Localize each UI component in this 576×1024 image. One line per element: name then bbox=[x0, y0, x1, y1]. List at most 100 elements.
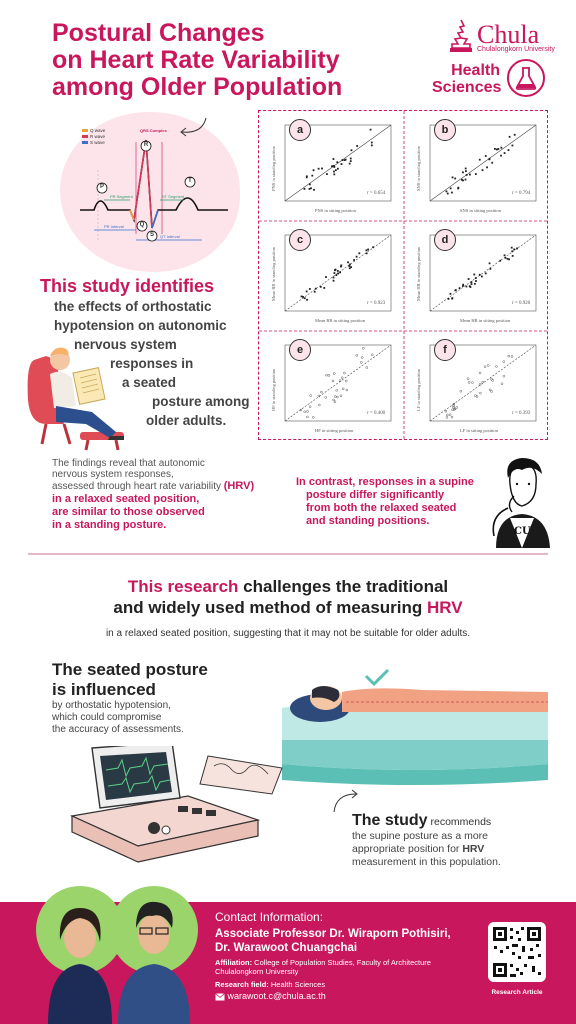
regression-line bbox=[429, 124, 537, 202]
study-body-1: the supine posture as a more bbox=[352, 830, 488, 842]
scatter-point bbox=[510, 355, 514, 358]
seated-body-2: which could compromise bbox=[52, 712, 162, 723]
scatter-point bbox=[300, 295, 303, 298]
scatter-point bbox=[314, 287, 317, 290]
scatter-plot-f bbox=[429, 344, 537, 422]
contrast-line-3: from both the relaxed seated bbox=[306, 502, 457, 514]
scatter-point bbox=[372, 246, 374, 249]
scatter-point bbox=[481, 169, 484, 172]
seated-heading-1: The seated posture bbox=[52, 660, 208, 679]
scatter-point bbox=[347, 261, 349, 264]
scatter-point bbox=[478, 383, 482, 386]
scatter-point bbox=[478, 371, 482, 375]
scatter-point bbox=[490, 390, 493, 393]
seated-body-3: the accuracy of assessments. bbox=[52, 724, 184, 735]
scatter-point bbox=[510, 246, 513, 249]
scatter-point bbox=[331, 379, 335, 383]
health-label-line-2: Sciences bbox=[432, 79, 502, 96]
scatter-point bbox=[511, 144, 514, 147]
seated-body-1: by orthostatic hypotension, bbox=[52, 700, 171, 711]
scatter-point bbox=[334, 395, 337, 398]
flask-icon bbox=[507, 59, 545, 97]
scatter-point bbox=[493, 147, 496, 150]
scatter-point bbox=[335, 389, 338, 392]
scatter-point bbox=[308, 288, 311, 290]
scatter-point bbox=[484, 272, 487, 275]
scatter-r-value: r = 0.923 bbox=[367, 301, 386, 306]
scatter-point bbox=[489, 267, 492, 270]
findings-emph-1: in a relaxed seated position, bbox=[52, 493, 200, 505]
scatter-point bbox=[340, 265, 342, 268]
scatter-point bbox=[499, 259, 502, 262]
regression-line bbox=[284, 344, 392, 422]
scatter-point bbox=[451, 176, 454, 179]
thinking-man-illustration bbox=[492, 458, 550, 548]
findings-block: The findings reveal that autonomic nervo… bbox=[52, 458, 282, 532]
scatter-point bbox=[313, 290, 316, 293]
qr-label: Research Article bbox=[491, 989, 543, 996]
scatter-point bbox=[502, 360, 505, 363]
scatter-badge-b: b bbox=[434, 119, 456, 141]
scatter-point bbox=[333, 372, 336, 375]
scatter-point bbox=[365, 366, 369, 369]
scatter-point bbox=[339, 394, 343, 398]
qr-code[interactable] bbox=[488, 922, 546, 982]
scatter-point bbox=[370, 141, 373, 144]
scatter-point bbox=[446, 413, 449, 417]
scatter-xlabel: PNS in sitting position bbox=[315, 208, 356, 213]
findings-line-1: The findings reveal that autonomic bbox=[52, 458, 205, 469]
scatter-point bbox=[483, 365, 487, 368]
scatter-plot-c bbox=[284, 234, 392, 312]
scatter-point bbox=[345, 388, 349, 392]
challenge-line-1: This research challenges the traditional bbox=[127, 577, 449, 596]
scatter-point bbox=[302, 296, 304, 298]
scatter-r-value: r = 0.393 bbox=[512, 411, 531, 416]
scatter-point bbox=[467, 381, 471, 384]
scatter-xlabel: Mean RR in sitting position bbox=[315, 318, 366, 323]
scatter-frame bbox=[284, 124, 392, 202]
findings-emph-2: are similar to those observed bbox=[52, 506, 205, 518]
scatter-point bbox=[491, 379, 494, 382]
title-line-1: Postural Changes bbox=[52, 19, 265, 47]
scatter-point bbox=[452, 402, 456, 406]
scatter-frame bbox=[284, 344, 392, 422]
scatter-point bbox=[451, 297, 454, 299]
scatter-xlabel: SNS in sitting position bbox=[460, 208, 501, 213]
scatter-badge-f: f bbox=[434, 339, 456, 361]
contact-title: Contact Information: bbox=[215, 910, 324, 924]
scatter-point bbox=[349, 263, 351, 266]
scatter-point bbox=[312, 169, 315, 172]
scatter-point bbox=[508, 135, 511, 138]
scatter-point bbox=[452, 404, 455, 407]
scatter-point bbox=[309, 394, 312, 397]
scatter-point bbox=[317, 167, 320, 170]
scatter-point bbox=[454, 177, 457, 180]
scatter-point bbox=[465, 174, 468, 176]
scatter-point bbox=[339, 271, 341, 274]
scatter-point bbox=[488, 157, 491, 160]
scatter-point bbox=[508, 258, 510, 261]
scatter-frame bbox=[429, 234, 537, 312]
contact-email-row[interactable]: warawoot.c@chula.ac.th bbox=[215, 992, 485, 1001]
title-line-2: on Heart Rate Variability bbox=[52, 46, 340, 74]
scatter-point bbox=[513, 248, 516, 251]
scatter-point bbox=[333, 272, 336, 274]
scatter-point bbox=[371, 353, 374, 356]
ecg-qrs-label: QRS Complex bbox=[140, 128, 167, 133]
contact-email[interactable]: warawoot.c@chula.ac.th bbox=[227, 991, 326, 1001]
scatter-frame bbox=[429, 124, 537, 202]
scatter-point bbox=[358, 252, 361, 255]
title-line-3: among Older Population bbox=[52, 73, 343, 101]
scatter-point bbox=[311, 174, 314, 177]
scatter-point bbox=[350, 149, 353, 152]
scatter-plot-a bbox=[284, 124, 392, 202]
scatter-point bbox=[474, 277, 477, 280]
scatter-point bbox=[511, 255, 514, 257]
scatter-point bbox=[507, 149, 510, 152]
scatter-point bbox=[453, 408, 456, 411]
identifies-line-2: hypotension on autonomic bbox=[54, 318, 227, 333]
ecg-pr-segment-label: PR Segment bbox=[110, 194, 133, 199]
scatter-point bbox=[323, 287, 326, 289]
scatter-point bbox=[305, 176, 308, 179]
